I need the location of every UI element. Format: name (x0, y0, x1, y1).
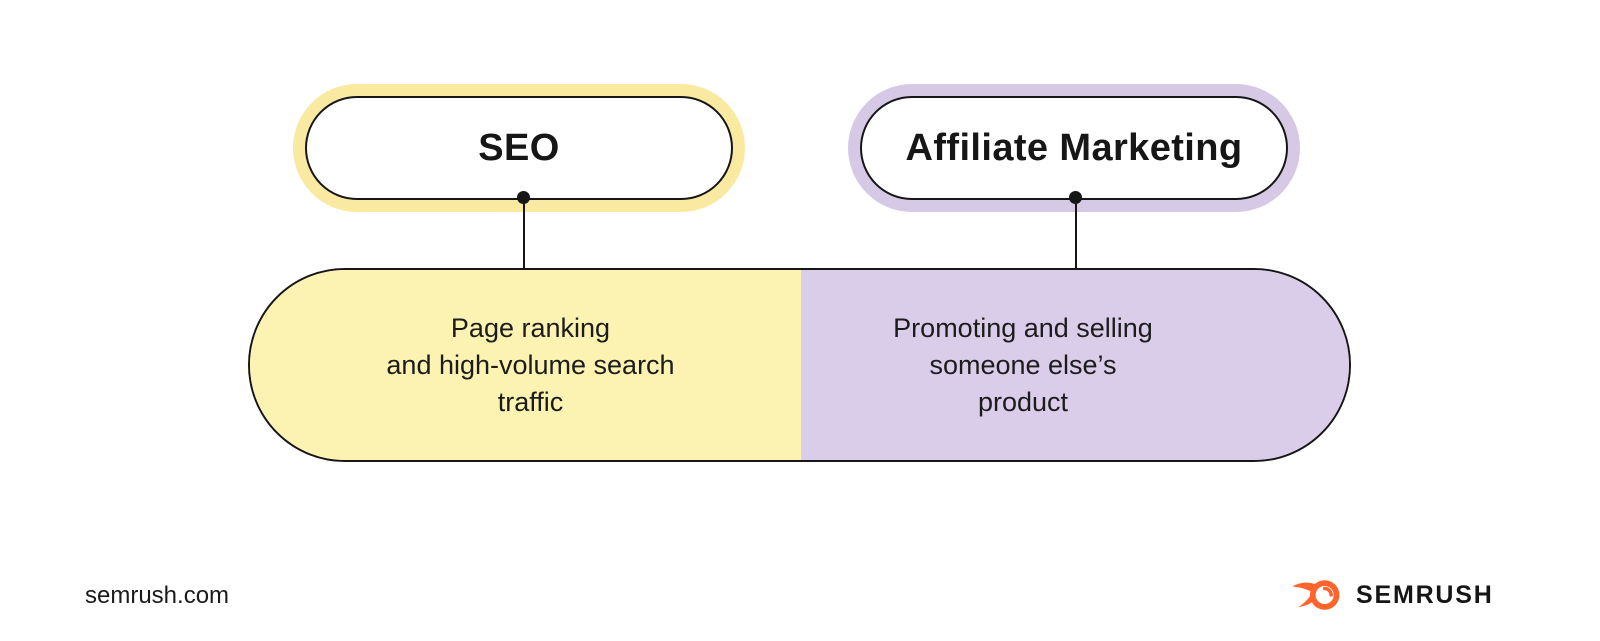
comparison-pill: Page ranking and high-volume search traf… (248, 268, 1351, 462)
text-line: and high-volume search (386, 349, 675, 380)
seo-pill-glow: SEO (293, 84, 745, 212)
footer-site-url: semrush.com (85, 582, 230, 609)
seo-connector-dot (517, 191, 530, 204)
text-line: traffic (497, 386, 564, 417)
seo-pill-label: SEO (478, 126, 560, 169)
affiliate-marketing-pill-glow: Affiliate Marketing (848, 84, 1300, 212)
text-line: Promoting and selling (893, 312, 1153, 343)
affiliate-connector-line (1075, 196, 1077, 270)
text-line: someone else’s (929, 349, 1117, 380)
affiliate-marketing-pill: Affiliate Marketing (860, 96, 1288, 200)
seo-connector-line (523, 196, 525, 270)
comparison-right-text: Promoting and selling someone else’s pro… (893, 310, 1257, 421)
affiliate-marketing-pill-label: Affiliate Marketing (905, 126, 1243, 169)
text-line: product (977, 386, 1069, 417)
comparison-right-half: Promoting and selling someone else’s pro… (801, 270, 1349, 460)
comparison-left-half: Page ranking and high-volume search traf… (250, 270, 801, 460)
affiliate-connector-dot (1069, 191, 1082, 204)
comparison-left-text: Page ranking and high-volume search traf… (376, 310, 674, 421)
text-line: Page ranking (450, 312, 611, 343)
semrush-comet-icon (1292, 580, 1340, 610)
semrush-brand-text: SEMRUSH (1356, 580, 1494, 609)
semrush-logo: SEMRUSH (1292, 580, 1494, 610)
seo-pill: SEO (305, 96, 733, 200)
